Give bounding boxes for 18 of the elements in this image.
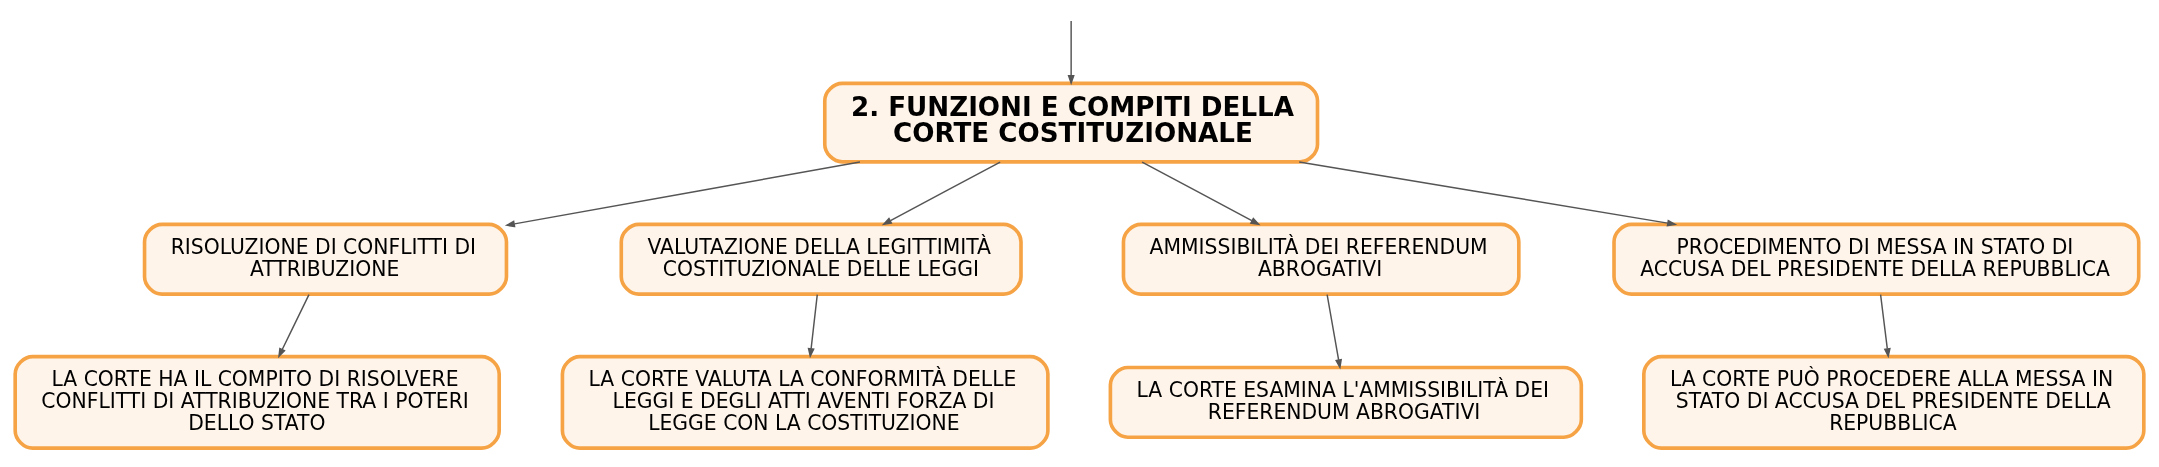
- node-box: LA CORTE PUÒ PROCEDERE ALLA MESSA IN STATO DI ACCUSA DEL PRESIDENTE DELLA REPUBBLICA: [1642, 354, 2146, 450]
- arrow: [881, 160, 1001, 225]
- node-box: PROCEDIMENTO DI MESSA IN STATO DI ACCUSA DEL PRESIDENTE DELLA REPUBBLICA: [1612, 222, 2141, 296]
- arrow: [504, 160, 861, 227]
- node-box: LA CORTE ESAMINA L'AMMISSIBILITÀ DEI REFERENDUM ABROGATIVI: [1108, 365, 1584, 439]
- arrow: [278, 293, 310, 358]
- arrow: [1141, 160, 1261, 225]
- node-box: LA CORTE VALUTA LA CONFORMITÀ DELLE LEGGI E DEGLI ATTI AVENTI FORZA DI LEGGE CON LA COSTITUZIONE: [560, 354, 1050, 450]
- arrow: [1326, 293, 1343, 369]
- node-box: 2. FUNZIONI E COMPITI DELLA CORTE COSTITUZIONALE: [822, 81, 1320, 164]
- arrow: [1067, 19, 1075, 85]
- node-box: LA CORTE HA IL COMPITO DI RISOLVERE CONFLITTI DI ATTRIBUZIONE TRA I POTERI DELLO STATO: [13, 354, 501, 450]
- arrow: [1298, 160, 1678, 227]
- node-box: AMMISSIBILITÀ DEI REFERENDUM ABROGATIVI: [1121, 222, 1521, 296]
- node-box: VALUTAZIONE DELLA LEGITTIMITÀ COSTITUZIONALE DELLE LEGGI: [619, 222, 1023, 296]
- node-box: RISOLUZIONE DI CONFLITTI DI ATTRIBUZIONE: [142, 222, 509, 296]
- arrow: [1879, 293, 1891, 358]
- arrow: [807, 293, 818, 358]
